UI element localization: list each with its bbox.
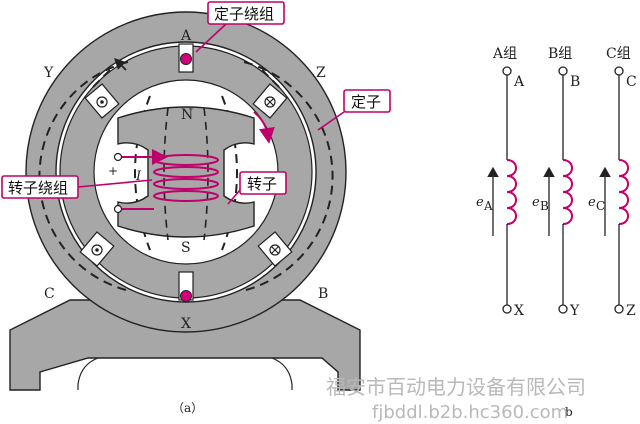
position-label-bottom: X	[181, 316, 191, 332]
phase-a-group-label: A组	[492, 46, 517, 62]
phase-b-emf-sub: B	[540, 199, 549, 213]
phase-b-emf: e	[532, 195, 540, 210]
watermark-url: fjbddl.b2b.hc360.com	[372, 402, 568, 423]
phase-a-top-terminal: A	[513, 74, 525, 90]
callout-rotor-winding: 转子绕组	[1, 175, 153, 199]
caption-b: b	[565, 405, 573, 419]
callout-rotor: 转子	[227, 171, 287, 205]
phase-a-emf: e	[476, 195, 484, 210]
position-label-upper-right: Z	[316, 65, 326, 81]
callout-stator-winding: 定子绕组	[195, 1, 285, 53]
phase-a-bottom-terminal: X	[514, 303, 524, 319]
phase-c-group-label: C组	[606, 46, 631, 62]
conductor-dot-left	[96, 96, 108, 108]
phase-a-emf-sub: A	[483, 199, 493, 213]
generator-body	[9, 11, 361, 391]
pole-south: S	[181, 240, 191, 256]
caption-a: （a）	[172, 401, 203, 415]
position-label-lower-right: B	[318, 286, 328, 302]
conductor-bottom	[180, 290, 192, 302]
base-stand	[9, 299, 361, 391]
phase-c-winding: C组 C Z e C	[588, 46, 637, 319]
conductor-cross-lower-right	[269, 244, 281, 256]
phase-a-winding: A组 A X e A	[476, 46, 525, 319]
phase-b-winding: B组 B Y e B	[532, 46, 580, 319]
phase-c-emf-sub: C	[596, 199, 605, 213]
current-symbol: I	[135, 169, 142, 184]
callout-stator: 定子	[317, 89, 391, 131]
phase-c-bottom-terminal: Z	[626, 303, 636, 319]
rotor-body	[117, 106, 255, 238]
phase-c-emf: e	[588, 195, 596, 210]
position-label-lower-left: C	[44, 286, 55, 302]
rotation-arrow	[253, 111, 275, 144]
conductor-top	[180, 53, 192, 65]
watermark-company: 福安市百动电力设备有限公司	[326, 375, 586, 399]
callout-stator-text: 定子	[351, 93, 381, 111]
conductor-cross-right	[264, 96, 276, 108]
phase-b-top-terminal: B	[570, 74, 580, 90]
position-label-top: A	[180, 28, 192, 44]
phase-c-top-terminal: C	[626, 74, 637, 90]
phase-b-group-label: B组	[548, 46, 572, 62]
callout-stator-winding-text: 定子绕组	[214, 5, 274, 23]
position-label-upper-left: Y	[43, 65, 54, 81]
callout-rotor-text: 转子	[247, 175, 277, 193]
conductor-dot-lower-left	[91, 244, 103, 256]
callout-rotor-winding-text: 转子绕组	[8, 179, 68, 197]
pole-north: N	[181, 107, 193, 123]
phase-b-bottom-terminal: Y	[569, 303, 580, 319]
plus-sign: +	[108, 164, 118, 178]
